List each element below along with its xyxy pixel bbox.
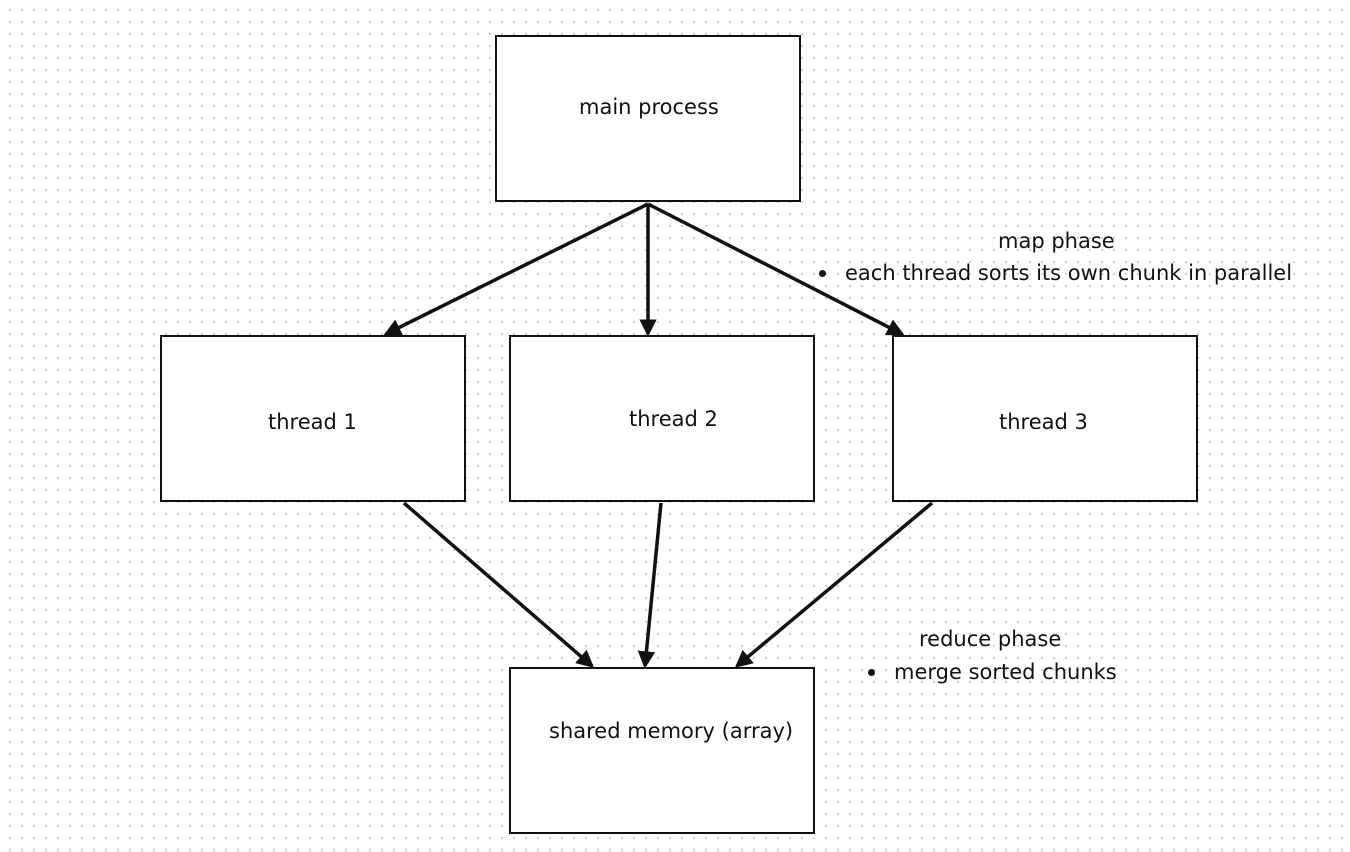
main-process-node[interactable]: main process bbox=[495, 35, 801, 202]
thread-3-label: thread 3 bbox=[999, 410, 1088, 434]
arrow-thread-3-to-shared-memory bbox=[734, 501, 934, 668]
thread-1-node[interactable]: thread 1 bbox=[160, 335, 466, 502]
thread-2-node[interactable]: thread 2 bbox=[509, 335, 815, 502]
reduce-phase-bullet: merge sorted chunks bbox=[868, 660, 1117, 684]
arrow-thread-1-to-shared-memory bbox=[402, 501, 595, 668]
map-phase-bullet: each thread sorts its own chunk in paral… bbox=[818, 261, 1293, 285]
map-phase-title: map phase bbox=[998, 229, 1115, 253]
main-process-label: main process bbox=[579, 95, 719, 119]
shared-memory-node[interactable]: shared memory (array) bbox=[509, 667, 815, 834]
thread-3-node[interactable]: thread 3 bbox=[892, 335, 1198, 502]
thread-1-label: thread 1 bbox=[268, 410, 357, 434]
shared-memory-label: shared memory (array) bbox=[549, 719, 794, 743]
arrow-main-to-thread-1 bbox=[383, 202, 649, 336]
arrow-thread-2-to-shared-memory bbox=[637, 502, 663, 669]
reduce-phase-title: reduce phase bbox=[919, 627, 1062, 651]
thread-2-label: thread 2 bbox=[629, 407, 718, 431]
arrow-main-to-thread-3 bbox=[647, 202, 905, 336]
